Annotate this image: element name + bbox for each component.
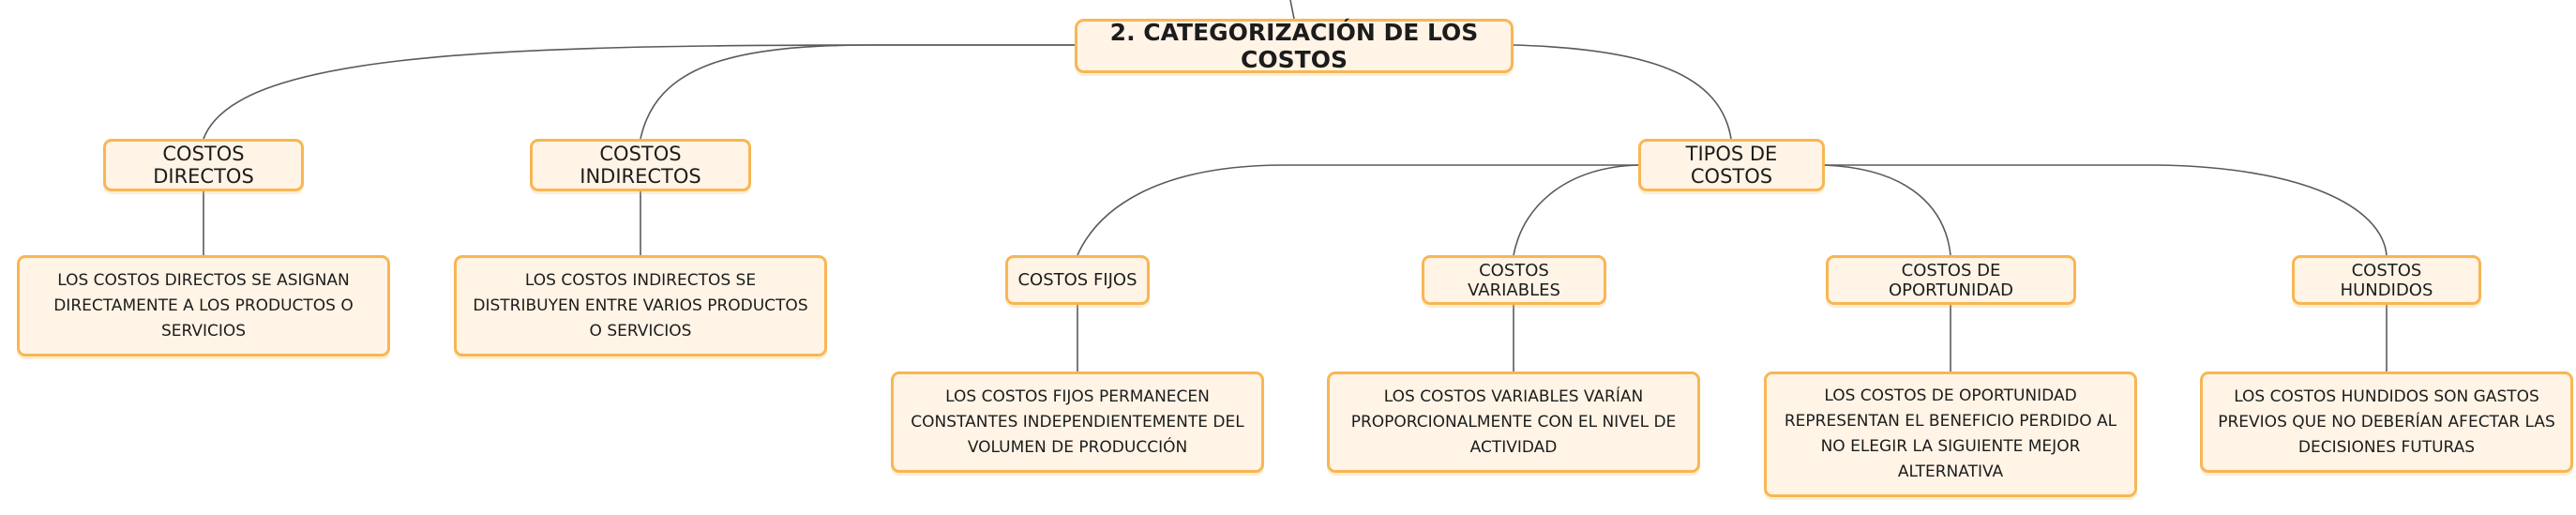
desc-costos-hundidos-text: LOS COSTOS HUNDIDOS SON GASTOS PREVIOS Q… xyxy=(2218,386,2555,457)
node-costos-fijos-label: COSTOS FIJOS xyxy=(1017,270,1137,290)
desc-costos-directos-text: LOS COSTOS DIRECTOS SE ASIGNAN DIRECTAME… xyxy=(53,270,354,341)
root-label: 2. CATEGORIZACIÓN DE LOS COSTOS xyxy=(1109,19,1479,73)
root-node[interactable]: 2. CATEGORIZACIÓN DE LOS COSTOS xyxy=(1075,19,1514,73)
desc-costos-indirectos-text: LOS COSTOS INDIRECTOS SE DISTRIBUYEN ENT… xyxy=(473,270,808,341)
node-costos-indirectos-label: COSTOS INDIRECTOS xyxy=(580,143,701,188)
connector-tipos-hundidos xyxy=(1825,164,2388,256)
desc-costos-fijos[interactable]: LOS COSTOS FIJOS PERMANECEN CONSTANTES I… xyxy=(891,371,1264,473)
node-costos-oportunidad[interactable]: COSTOS DE OPORTUNIDAD xyxy=(1826,255,2076,305)
desc-costos-hundidos[interactable]: LOS COSTOS HUNDIDOS SON GASTOS PREVIOS Q… xyxy=(2200,371,2573,473)
connector-root-parent xyxy=(1289,0,1295,20)
node-costos-fijos[interactable]: COSTOS FIJOS xyxy=(1005,255,1150,305)
node-tipos-de-costos-label: TIPOS DE COSTOS xyxy=(1685,143,1778,188)
desc-costos-variables[interactable]: LOS COSTOS VARIABLES VARÍAN PROPORCIONAL… xyxy=(1327,371,1700,473)
desc-costos-variables-text: LOS COSTOS VARIABLES VARÍAN PROPORCIONAL… xyxy=(1350,386,1677,457)
connector-root-indirectos xyxy=(640,44,1075,140)
node-costos-directos-label: COSTOS DIRECTOS xyxy=(153,143,254,188)
connector-tipos-variables xyxy=(1513,164,1639,256)
node-costos-indirectos[interactable]: COSTOS INDIRECTOS xyxy=(530,139,751,191)
desc-costos-oportunidad-text: LOS COSTOS DE OPORTUNIDAD REPRESENTAN EL… xyxy=(1784,386,2117,481)
node-costos-hundidos[interactable]: COSTOS HUNDIDOS xyxy=(2292,255,2481,305)
desc-costos-indirectos[interactable]: LOS COSTOS INDIRECTOS SE DISTRIBUYEN ENT… xyxy=(454,255,827,356)
node-tipos-de-costos[interactable]: TIPOS DE COSTOS xyxy=(1638,139,1825,191)
connector-tipos-oportunidad xyxy=(1824,164,1951,256)
desc-costos-directos[interactable]: LOS COSTOS DIRECTOS SE ASIGNAN DIRECTAME… xyxy=(17,255,390,356)
node-costos-variables[interactable]: COSTOS VARIABLES xyxy=(1422,255,1606,305)
node-costos-variables-label: COSTOS VARIABLES xyxy=(1468,260,1560,300)
node-costos-oportunidad-label: COSTOS DE OPORTUNIDAD xyxy=(1888,260,2014,300)
connector-tipos-fijos xyxy=(1077,164,1638,256)
desc-costos-fijos-text: LOS COSTOS FIJOS PERMANECEN CONSTANTES I… xyxy=(911,386,1244,457)
connector-root-directos xyxy=(203,44,1075,140)
desc-costos-oportunidad[interactable]: LOS COSTOS DE OPORTUNIDAD REPRESENTAN EL… xyxy=(1764,371,2137,497)
node-costos-directos[interactable]: COSTOS DIRECTOS xyxy=(103,139,304,191)
node-costos-hundidos-label: COSTOS HUNDIDOS xyxy=(2340,260,2433,300)
connector-root-tipos xyxy=(1513,44,1732,140)
